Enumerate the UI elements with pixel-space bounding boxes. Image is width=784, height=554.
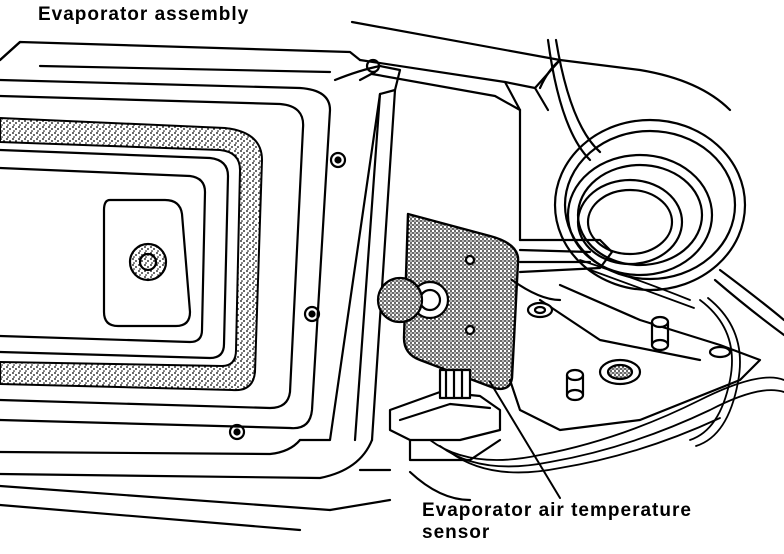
screw-top [365,58,381,74]
housing-outline [0,20,732,242]
sensor-leader-line [489,381,561,499]
frame-post [0,58,402,480]
sensor-label-line-1: Evaporator air temperature [422,500,692,521]
sensor-bracket [376,212,614,391]
screw-bottom [228,423,246,441]
capillary-coil [546,38,784,337]
evaporator-assembly-label: Evaporator assembly [38,4,250,25]
wire-harness [429,259,784,474]
control-board [508,283,762,432]
base-ledge [0,418,472,532]
front-panel [0,78,332,430]
sensor-label-line-2: sensor [422,522,491,543]
screw-upper [329,151,347,169]
sensor-connector [388,368,502,462]
screw-mid [303,305,321,323]
evaporator-air-temperature-sensor-label: Evaporator air temperature sensor [422,500,692,544]
